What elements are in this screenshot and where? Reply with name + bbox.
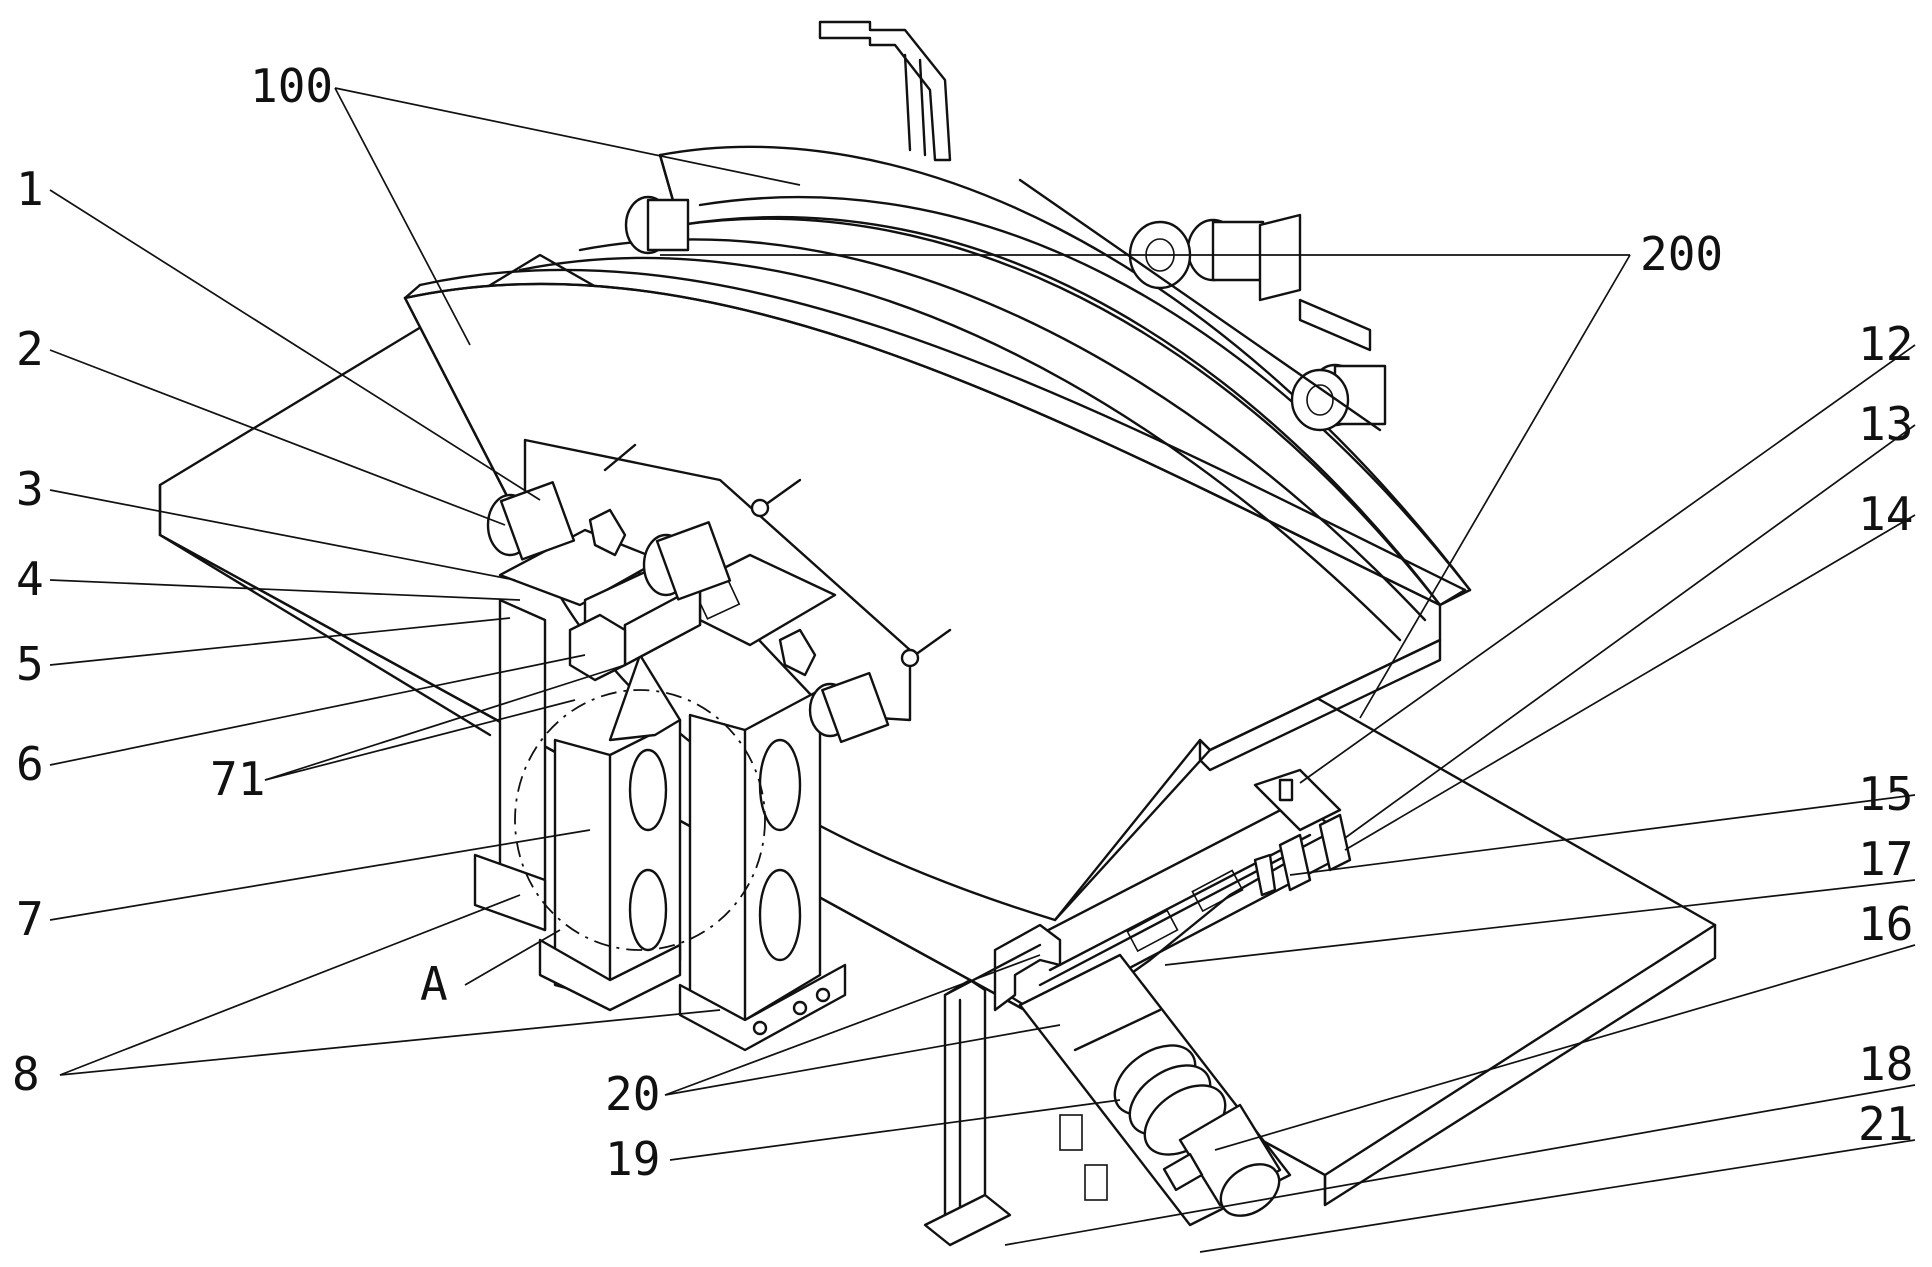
label-100: 100 [250,59,333,113]
label-2: 2 [16,322,44,376]
label-7: 7 [16,892,44,946]
left-support-station [473,438,952,1052]
label-5: 5 [16,637,44,691]
label-19: 19 [605,1132,660,1186]
label-12: 12 [1858,317,1913,371]
label-21: 21 [1858,1097,1913,1151]
top-hook-bracket [818,20,952,162]
label-17: 17 [1858,832,1913,886]
label-15: 15 [1858,767,1913,821]
label-1: 1 [16,162,44,216]
label-A: A [420,957,448,1011]
label-3: 3 [16,462,44,516]
label-8: 8 [12,1047,40,1101]
label-20: 20 [605,1067,660,1121]
label-18: 18 [1858,1037,1913,1091]
label-4: 4 [16,552,44,606]
label-200: 200 [1640,227,1723,281]
right-carriage-station [923,768,1352,1247]
arc-sector [403,145,1472,922]
callout-labels: 100 1 2 3 4 5 6 71 7 A 8 200 12 13 14 15… [12,59,1913,1186]
label-16: 16 [1858,897,1913,951]
label-71: 71 [210,752,265,806]
label-6: 6 [16,737,44,791]
label-13: 13 [1858,397,1913,451]
label-14: 14 [1858,487,1913,541]
leader-lines [49,87,1916,1253]
